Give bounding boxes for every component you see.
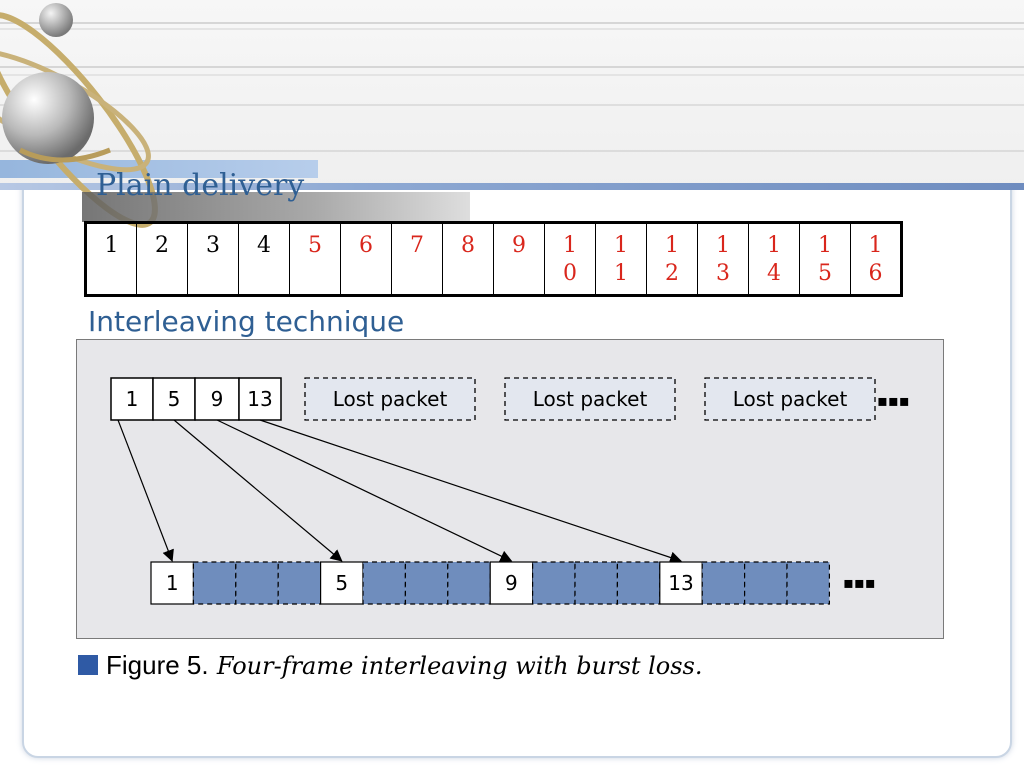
packet-number: 5 <box>818 261 832 286</box>
header-divider-bar <box>0 183 1024 190</box>
mapping-arrow <box>259 419 682 564</box>
lost-packet-box <box>304 377 476 421</box>
packet-number: 4 <box>767 261 781 286</box>
packet-number: 2 <box>155 233 169 258</box>
packet-number: 1 <box>563 233 577 258</box>
figure-caption: Figure 5. Four-frame interleaving with b… <box>78 650 703 681</box>
packet-cell: 5 <box>289 222 341 296</box>
packet-number: 0 <box>563 261 577 286</box>
sent-frame-label: 13 <box>247 387 272 411</box>
lost-frame-box <box>574 561 619 605</box>
packet-number: 1 <box>614 233 628 258</box>
lost-frame-box <box>786 561 831 605</box>
packet-number: 9 <box>512 233 526 258</box>
packet-number: 2 <box>665 261 679 286</box>
received-frame-box <box>320 561 364 605</box>
received-frame-label: 1 <box>166 571 179 595</box>
packet-number: 1 <box>104 233 119 258</box>
lost-packet-label: Lost packet <box>733 387 848 411</box>
lost-frame-box <box>447 561 491 605</box>
lost-frame-box <box>616 561 661 605</box>
packet-number: 6 <box>868 261 883 286</box>
packet-number: 1 <box>767 233 781 258</box>
header-band <box>0 0 1024 190</box>
packet-number: 1 <box>716 233 730 258</box>
packet-number: 1 <box>665 233 679 258</box>
lost-frame-box <box>532 561 576 605</box>
packet-cell: 2 <box>136 222 188 296</box>
packet-number: 7 <box>410 233 424 258</box>
lost-packet-box <box>504 377 676 421</box>
received-frame-label: 13 <box>668 571 693 595</box>
plain-delivery-title: Plain delivery <box>96 168 305 203</box>
packet-number: 6 <box>359 233 373 258</box>
ellipsis-top: ▪▪▪ <box>877 391 910 410</box>
lost-frame-box <box>404 561 449 605</box>
packet-cell: 1 <box>85 222 137 296</box>
received-frame-label: 9 <box>505 571 518 595</box>
caption-text: Four-frame interleaving with burst loss. <box>216 652 703 680</box>
caption-square-icon <box>78 655 98 675</box>
packet-number: 1 <box>818 233 832 258</box>
received-frame-label: 5 <box>335 571 348 595</box>
packet-cell: 9 <box>493 222 545 296</box>
packet-number: 1 <box>868 233 883 258</box>
packet-cell: 6 <box>340 222 392 296</box>
sent-frame-box <box>110 377 154 421</box>
lost-frame-box <box>277 561 322 605</box>
title-shadow-bar <box>82 192 470 222</box>
lost-frame-box <box>701 561 746 605</box>
ellipsis-bottom: ▪▪▪ <box>843 573 876 592</box>
sent-frame-box <box>152 377 196 421</box>
packet-number: 5 <box>308 233 322 258</box>
lost-frame-box <box>235 561 279 605</box>
lost-packet-box <box>704 377 876 421</box>
received-frame-box <box>489 561 534 605</box>
interleaving-title: Interleaving technique <box>88 305 405 338</box>
mapping-arrow <box>117 419 174 562</box>
packet-number: 3 <box>716 261 730 286</box>
packet-cell: 3 <box>187 222 239 296</box>
packet-cell: 7 <box>391 222 443 296</box>
lost-frame-box <box>192 561 237 605</box>
mapping-arrow <box>173 419 343 562</box>
lost-packet-label: Lost packet <box>533 387 648 411</box>
caption-label: Figure 5. <box>106 650 209 680</box>
packet-number: 8 <box>461 233 475 258</box>
packet-cell: 4 <box>238 222 290 296</box>
atom-logo-icon <box>0 3 158 228</box>
title-accent-tab <box>0 160 318 178</box>
packet-number: 1 <box>614 261 628 286</box>
sent-frame-label: 5 <box>168 387 181 411</box>
packet-cell: 8 <box>442 222 494 296</box>
lost-packet-label: Lost packet <box>333 387 448 411</box>
packet-number: 4 <box>257 233 271 258</box>
sent-frame-label: 1 <box>126 387 139 411</box>
received-frame-box <box>659 561 703 605</box>
sent-frame-label: 9 <box>211 387 224 411</box>
lost-frame-box <box>362 561 407 605</box>
lost-frame-box <box>743 561 788 605</box>
packet-number: 3 <box>206 233 220 258</box>
mapping-arrow <box>216 419 513 562</box>
